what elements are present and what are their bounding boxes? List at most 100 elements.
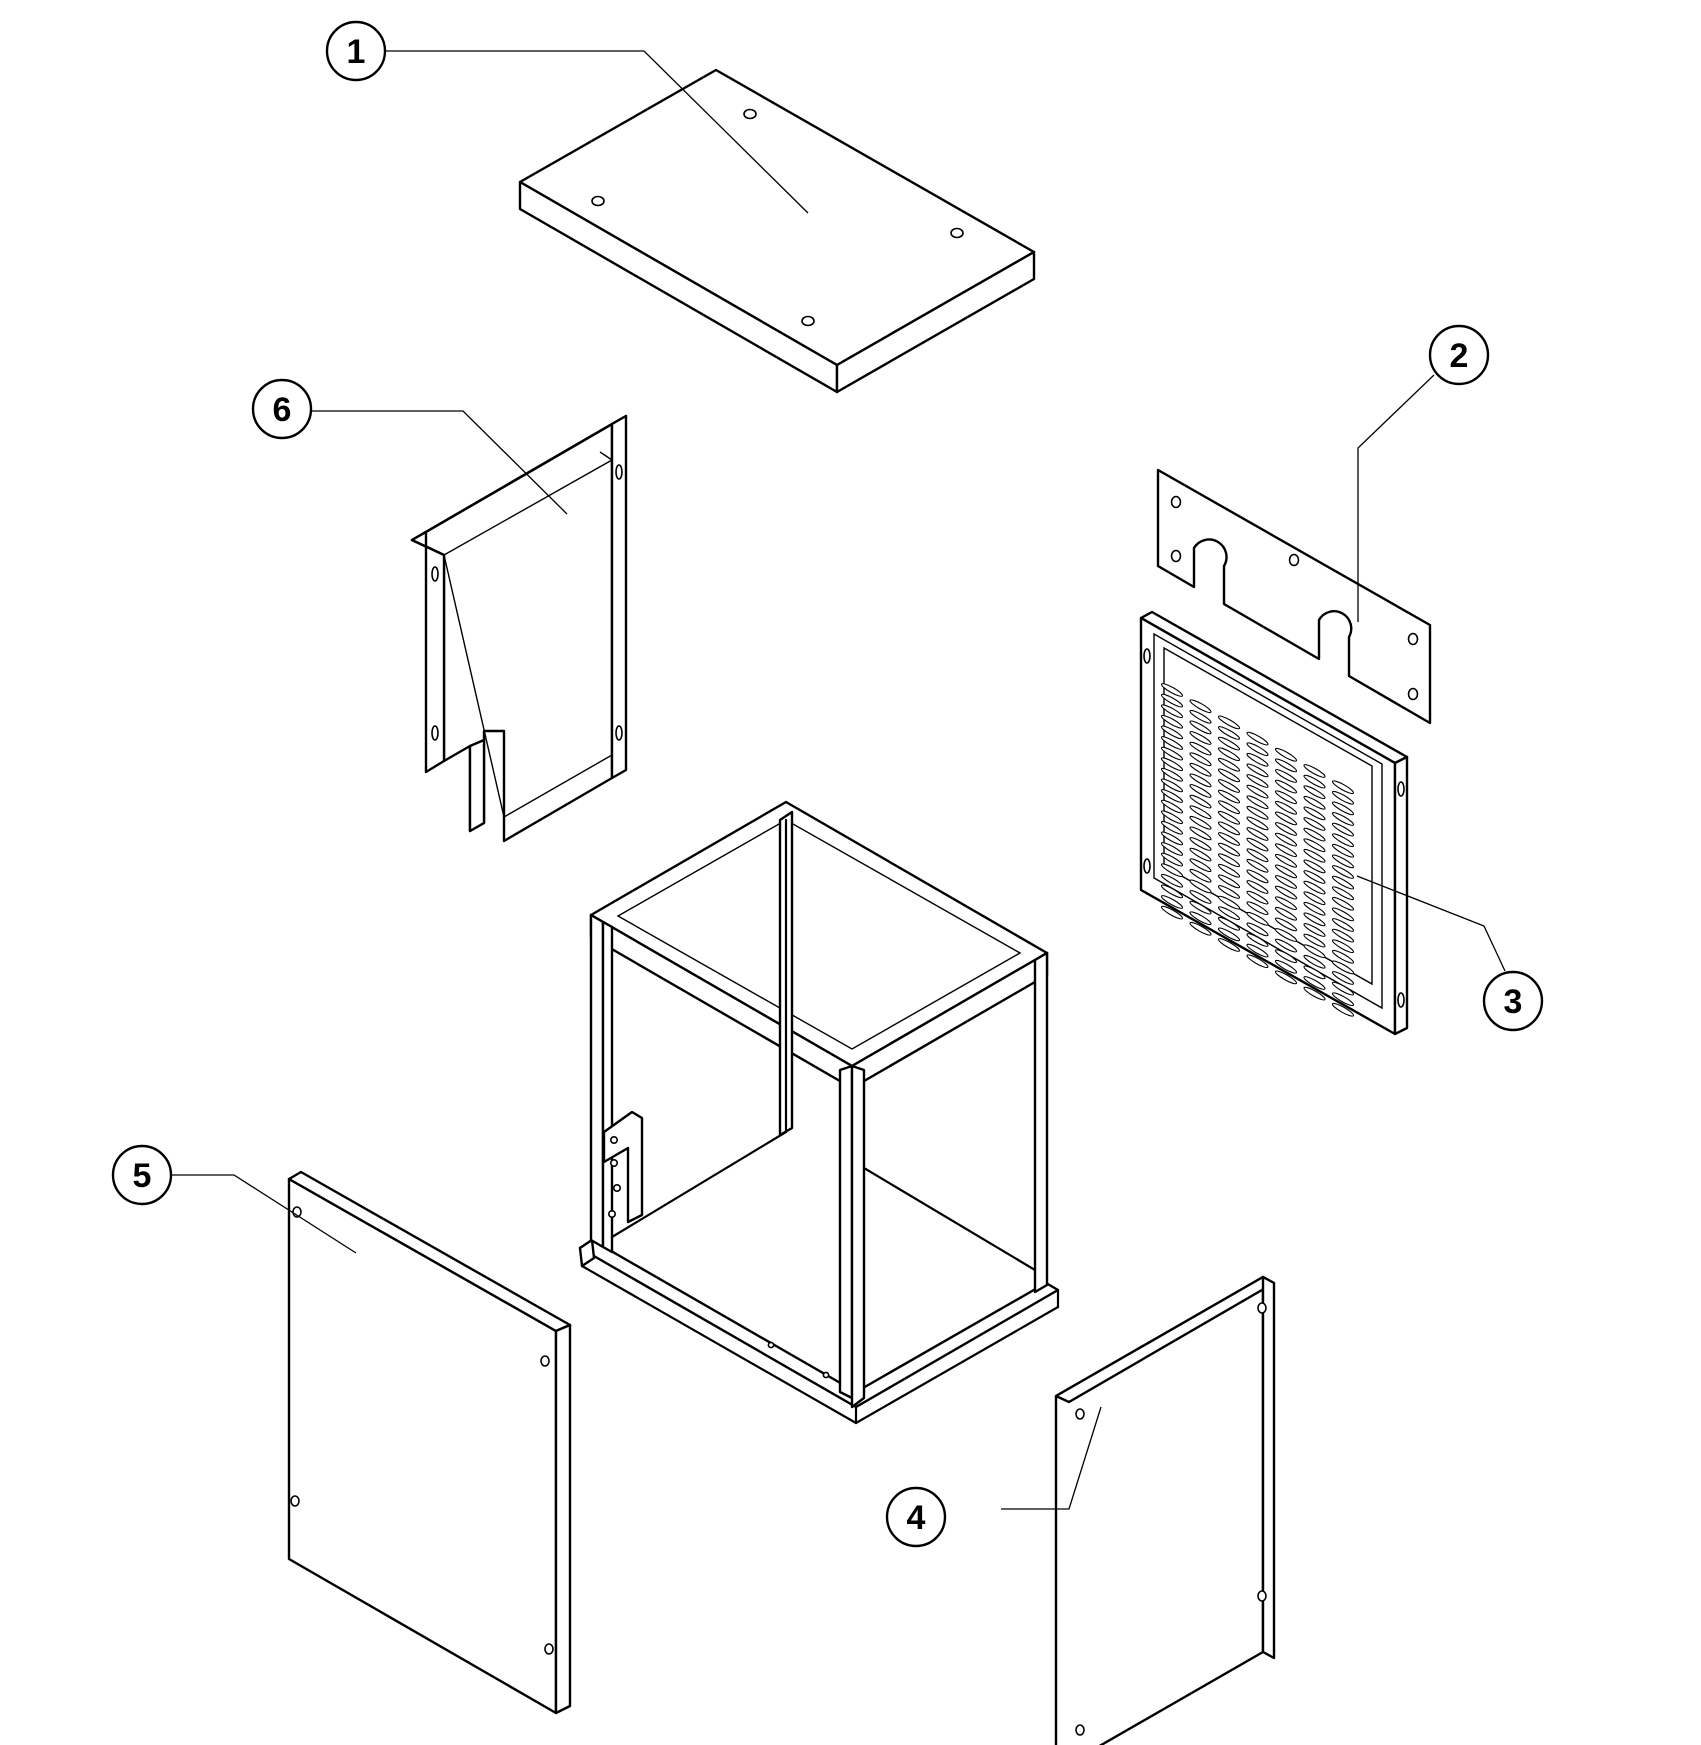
louver-slot (1217, 779, 1241, 793)
louver-slot (1189, 741, 1212, 756)
louver-slot (1303, 764, 1326, 778)
back-plate-hole (1407, 632, 1419, 646)
louver-slot (1189, 731, 1212, 745)
louver-slot (1331, 854, 1355, 869)
louver-slot (1274, 758, 1298, 773)
louver-slot (1189, 773, 1212, 788)
keyhole-slot (431, 566, 439, 582)
louver-slot (1217, 842, 1241, 857)
louver-slot (1189, 900, 1212, 915)
louver-slot (1331, 939, 1355, 954)
louver-slot (1303, 880, 1326, 895)
louver-slot (1303, 891, 1326, 906)
top-cover-hole (950, 227, 964, 239)
louver-slot (1303, 965, 1326, 980)
louver-slot (1331, 865, 1355, 879)
svg-text:6: 6 (273, 391, 292, 429)
louver-slot (1217, 938, 1241, 952)
side-panel-notched (410, 414, 628, 843)
louver-slot (1274, 906, 1298, 921)
louver-slot (1303, 901, 1326, 916)
right-side-panel (1054, 1275, 1276, 1745)
louver-slot (1274, 864, 1298, 879)
louver-slot (1303, 774, 1326, 789)
louver-slot (1274, 790, 1298, 805)
louver-slot (1160, 767, 1184, 782)
leader-lines (168, 50, 1506, 1510)
louver-slot (1246, 752, 1269, 767)
louver-slot (1189, 720, 1212, 735)
panel-hole (1257, 1302, 1267, 1314)
louver-slot (1217, 853, 1241, 868)
louver-slot (1303, 838, 1326, 853)
top-cover-hole (591, 195, 605, 207)
louver-slot (1274, 875, 1298, 889)
louver-slot (1189, 762, 1212, 777)
louver-slot (1160, 831, 1184, 846)
louver-slot (1217, 874, 1241, 889)
louver-slot (1303, 795, 1326, 810)
louver-slot (1331, 992, 1355, 1007)
keyhole-slot (1397, 781, 1405, 797)
svg-text:1: 1 (347, 33, 366, 71)
louver-slot (1303, 785, 1326, 800)
louver-slot (1246, 731, 1269, 746)
louver-slot (1189, 805, 1212, 820)
louver-slot (1331, 833, 1355, 848)
louver-slot (1246, 869, 1269, 884)
svg-text:3: 3 (1504, 983, 1523, 1021)
louver-slot (1189, 890, 1212, 904)
keyhole-slot (615, 464, 623, 480)
louver-slot (1217, 916, 1241, 931)
louver-slot (1160, 863, 1184, 878)
svg-text:2: 2 (1450, 337, 1469, 375)
louver-slot (1303, 859, 1326, 874)
louver-slot (1217, 810, 1241, 825)
louver-slot (1217, 906, 1241, 921)
louver-slot (1160, 810, 1184, 825)
louver-slot (1189, 784, 1212, 798)
louver-slot (1160, 778, 1184, 793)
louver-slot (1160, 704, 1184, 719)
louver-slot (1160, 820, 1184, 835)
louver-slot (1246, 805, 1269, 820)
louver-slot (1303, 923, 1326, 937)
louver-slot (1331, 843, 1355, 858)
back-plate-hole (1170, 549, 1182, 563)
louver-slot (1246, 816, 1269, 831)
keyhole-slot (431, 725, 439, 741)
louver-slot (1217, 757, 1241, 772)
louver-slot (1217, 895, 1241, 910)
louver-slot (1331, 790, 1355, 805)
louver-slot (1331, 812, 1355, 826)
louver-slot (1331, 1002, 1355, 1017)
louver-slot (1274, 832, 1298, 847)
louver-slot (1274, 896, 1298, 911)
callout-6: 6 (251, 378, 313, 440)
panel-hole (1075, 1724, 1085, 1736)
louver-slot (1246, 795, 1269, 810)
louver-slot (1246, 858, 1269, 873)
panel-hole (544, 1643, 554, 1655)
louver-slot (1303, 817, 1326, 831)
louvered-back-panel (1139, 610, 1409, 1036)
callout-3: 3 (1482, 970, 1544, 1032)
louver-slot (1217, 726, 1241, 740)
louver-slot (1189, 911, 1212, 926)
louver-slot (1303, 986, 1326, 1001)
louver-slot (1160, 683, 1184, 697)
louver-slot (1274, 928, 1298, 942)
louver-slot (1189, 826, 1212, 841)
top-cover-hole (743, 108, 757, 120)
louver-slot (1217, 789, 1241, 804)
louver-slot (1160, 842, 1184, 856)
louver-slot (1331, 928, 1355, 943)
cabinet-frame (578, 800, 1060, 1425)
louver-slot (1246, 763, 1269, 778)
left-side-panel (287, 1170, 572, 1715)
panel-hole (290, 1495, 300, 1507)
louver-slot (1274, 811, 1298, 826)
louver-slot (1331, 886, 1355, 901)
louver-slot (1160, 884, 1184, 899)
louver-slot (1246, 742, 1269, 757)
